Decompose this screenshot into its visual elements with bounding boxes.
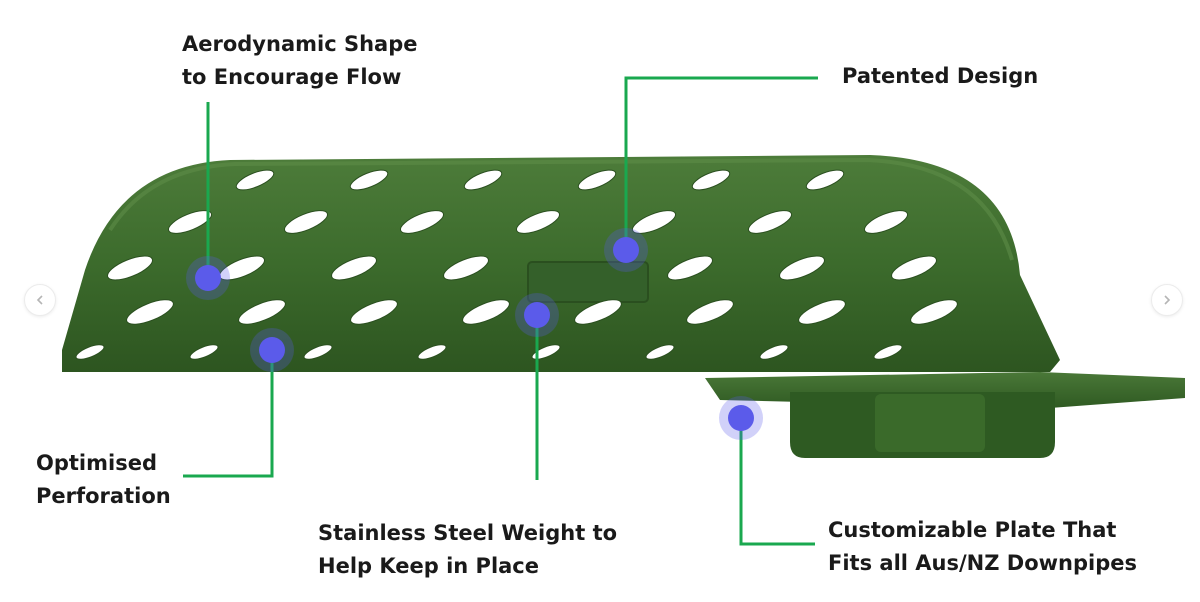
perforation-leader-line xyxy=(183,350,274,478)
perforation-slot xyxy=(531,344,561,360)
perforation-slot xyxy=(283,210,329,234)
perforation-slot xyxy=(331,255,377,281)
aerodynamic-callout-line1: Aerodynamic Shape xyxy=(182,32,418,56)
perforation-callout: Optimised Perforation xyxy=(36,447,171,513)
body-highlight xyxy=(108,157,1014,261)
plate-callout-line1: Customizable Plate That xyxy=(828,518,1117,542)
perforation-callout-line1: Optimised xyxy=(36,451,157,475)
plate-callout: Customizable Plate That Fits all Aus/NZ … xyxy=(828,514,1137,580)
perforation-slot xyxy=(189,344,219,360)
perforation-slot xyxy=(399,210,445,234)
patented-callout-line1: Patented Design xyxy=(842,64,1039,88)
perforation-slot xyxy=(462,299,510,325)
perforation-slot xyxy=(686,299,734,325)
carousel-next-button[interactable] xyxy=(1151,284,1183,316)
perforation-slot xyxy=(873,344,903,360)
perforation-slot xyxy=(691,169,731,191)
chevron-right-icon xyxy=(1164,295,1171,305)
perforation-slot xyxy=(747,210,793,234)
plate-marker[interactable] xyxy=(719,396,763,440)
perforation-slot xyxy=(891,255,937,281)
perforation-slot xyxy=(759,344,789,360)
plate-leader-line xyxy=(739,418,815,546)
spigot-face xyxy=(875,394,985,452)
perforation-slot xyxy=(631,210,677,234)
perforation-slot xyxy=(126,299,174,325)
patented-callout: Patented Design xyxy=(842,60,1038,93)
weight-callout-line1: Stainless Steel Weight to xyxy=(318,521,618,545)
perforation-slot xyxy=(577,169,617,191)
aerodynamic-callout-line2: to Encourage Flow xyxy=(182,65,402,89)
perforation-slots xyxy=(75,169,958,360)
perforation-slot xyxy=(235,169,275,191)
carousel-prev-button[interactable] xyxy=(24,284,56,316)
perforation-slot xyxy=(350,299,398,325)
perforation-slot xyxy=(863,210,909,234)
perforation-slot xyxy=(574,299,622,325)
patented-marker[interactable] xyxy=(604,228,648,272)
perforation-slot xyxy=(238,299,286,325)
weight-callout-line2: Help Keep in Place xyxy=(318,554,540,578)
perforation-slot xyxy=(303,344,333,360)
perforation-slot xyxy=(417,344,447,360)
patented-leader-line xyxy=(624,76,818,250)
perforation-slot xyxy=(107,255,153,281)
perforation-slot xyxy=(463,169,503,191)
perforation-slot xyxy=(443,255,489,281)
plate-callout-line2: Fits all Aus/NZ Downpipes xyxy=(828,551,1137,575)
perforation-slot xyxy=(349,169,389,191)
perforation-slot xyxy=(75,344,105,360)
callout-lines xyxy=(183,76,818,546)
weight-callout: Stainless Steel Weight to Help Keep in P… xyxy=(318,517,617,583)
perforation-marker[interactable] xyxy=(250,328,294,372)
perforation-slot xyxy=(779,255,825,281)
perforation-slot xyxy=(798,299,846,325)
perforation-slot xyxy=(167,210,213,234)
perforation-slot xyxy=(805,169,845,191)
aerodynamic-callout: Aerodynamic Shape to Encourage Flow xyxy=(182,28,417,94)
aerodynamic-marker[interactable] xyxy=(186,256,230,300)
callout-markers xyxy=(186,228,763,440)
weight-marker[interactable] xyxy=(515,293,559,337)
chevron-left-icon xyxy=(36,295,43,305)
brand-emboss xyxy=(527,261,649,303)
perforation-callout-line2: Perforation xyxy=(36,484,171,508)
perforation-slot xyxy=(910,299,958,325)
perforation-slot xyxy=(645,344,675,360)
perforation-slot xyxy=(667,255,713,281)
perforation-slot xyxy=(515,210,561,234)
